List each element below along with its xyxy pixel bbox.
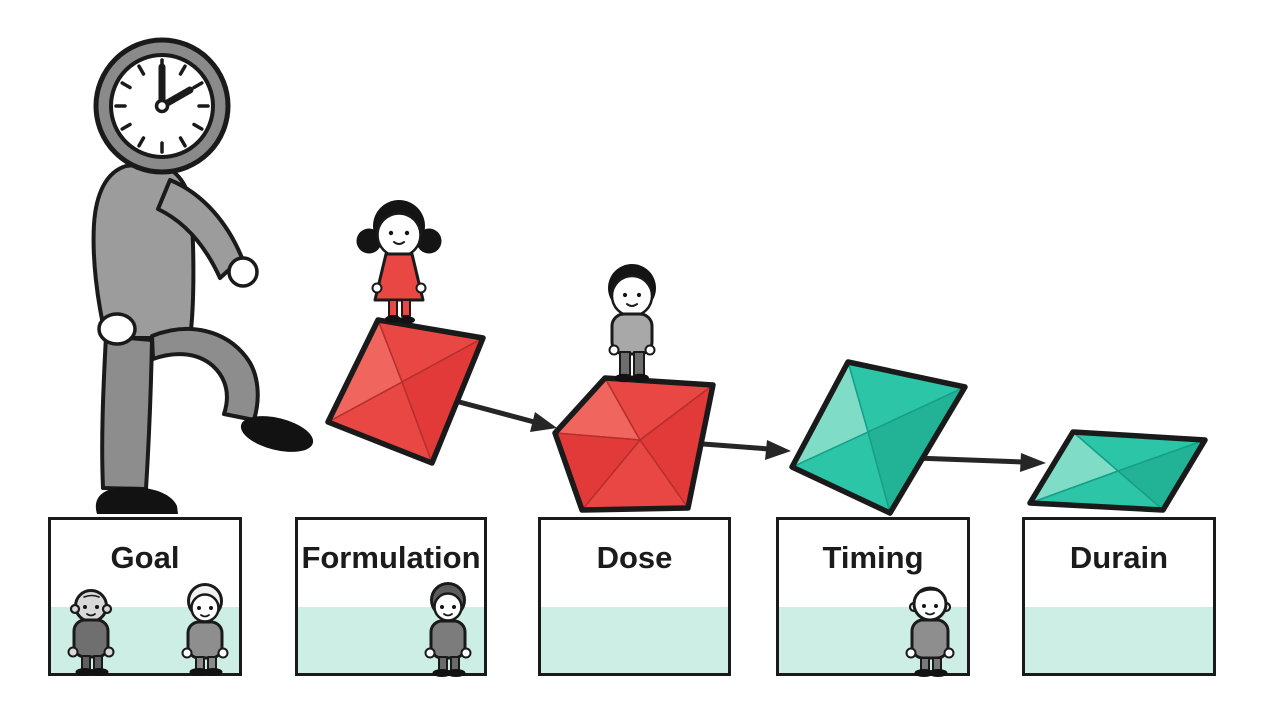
step-label-durain: Durain	[1069, 540, 1169, 575]
clock-hour-hand	[158, 86, 194, 110]
flow-arrow-1	[445, 396, 557, 432]
step-label-goal: Goal	[110, 540, 180, 575]
clock-head	[93, 37, 231, 175]
walker-right-leg	[150, 327, 260, 422]
step-box-durain: Durain	[1022, 517, 1216, 676]
step-box-fill	[1025, 607, 1213, 673]
clock-head-walker	[91, 37, 314, 514]
girl-face	[376, 212, 422, 258]
step-box-formulation: Formulation	[295, 517, 487, 676]
step-box-goal: Goal	[48, 517, 242, 676]
boy-face	[610, 274, 654, 318]
walker-right-shoe	[240, 416, 314, 452]
step-box-fill	[51, 607, 239, 673]
boy-hair	[608, 264, 656, 312]
step-box-dose: Dose	[538, 517, 731, 676]
red-pentagon-gem	[552, 375, 716, 513]
walker-right-arm	[156, 178, 244, 280]
girl-hair	[373, 200, 425, 252]
step-box-fill	[298, 607, 484, 673]
boy-shirt	[610, 312, 654, 356]
walker-left-hand	[97, 312, 137, 346]
walker-right-hand	[227, 256, 259, 288]
teal-diamond-gem	[789, 359, 968, 516]
boy-figure	[608, 264, 656, 383]
step-label-formulation: Formulation	[301, 540, 481, 575]
girl-pigtail-left	[356, 228, 382, 254]
step-box-fill	[779, 607, 967, 673]
step-box-timing: Timing	[776, 517, 970, 676]
girl-dress	[373, 252, 425, 302]
girl-pigtail-right	[416, 228, 442, 254]
walker-left-shoe	[95, 487, 178, 514]
clock-ticks	[114, 58, 210, 154]
red-diamond-gem	[325, 317, 486, 466]
flow-arrow-3	[912, 453, 1046, 472]
flow-arrow-2	[687, 440, 791, 460]
step-label-timing: Timing	[822, 540, 924, 575]
step-label-dose: Dose	[596, 540, 673, 575]
teal-flat-gem	[1027, 429, 1208, 513]
clock-center	[154, 98, 170, 114]
walker-left-leg	[100, 334, 154, 491]
girl-figure	[356, 200, 442, 324]
walker-torso	[91, 161, 196, 340]
step-box-fill	[541, 607, 728, 673]
